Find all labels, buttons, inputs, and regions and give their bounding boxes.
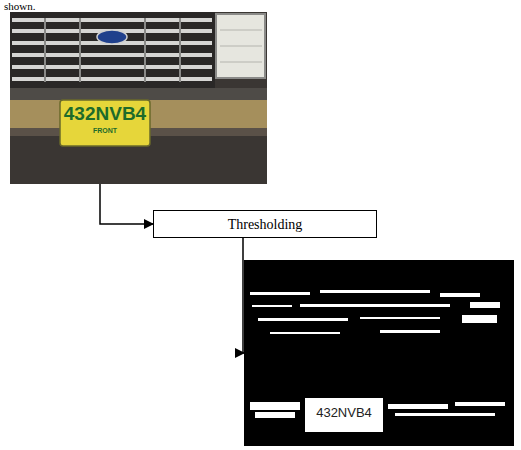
threshold-image-node: 432NVB4 xyxy=(244,260,514,446)
process-label: Thresholding xyxy=(228,216,303,234)
plate-number: 432NVB4 xyxy=(305,405,383,421)
process-box: Thresholding xyxy=(153,210,377,238)
flow-arrow xyxy=(243,238,244,353)
flow-arrow xyxy=(100,184,153,224)
car-photo xyxy=(10,12,267,184)
car-photo-node: 432NVB4FRONT xyxy=(10,12,267,184)
plate-caption: FRONT xyxy=(60,126,150,135)
threshold-image xyxy=(244,260,514,446)
page-fragment-text: shown. xyxy=(4,0,35,12)
plate-number: 432NVB4 xyxy=(60,103,150,125)
